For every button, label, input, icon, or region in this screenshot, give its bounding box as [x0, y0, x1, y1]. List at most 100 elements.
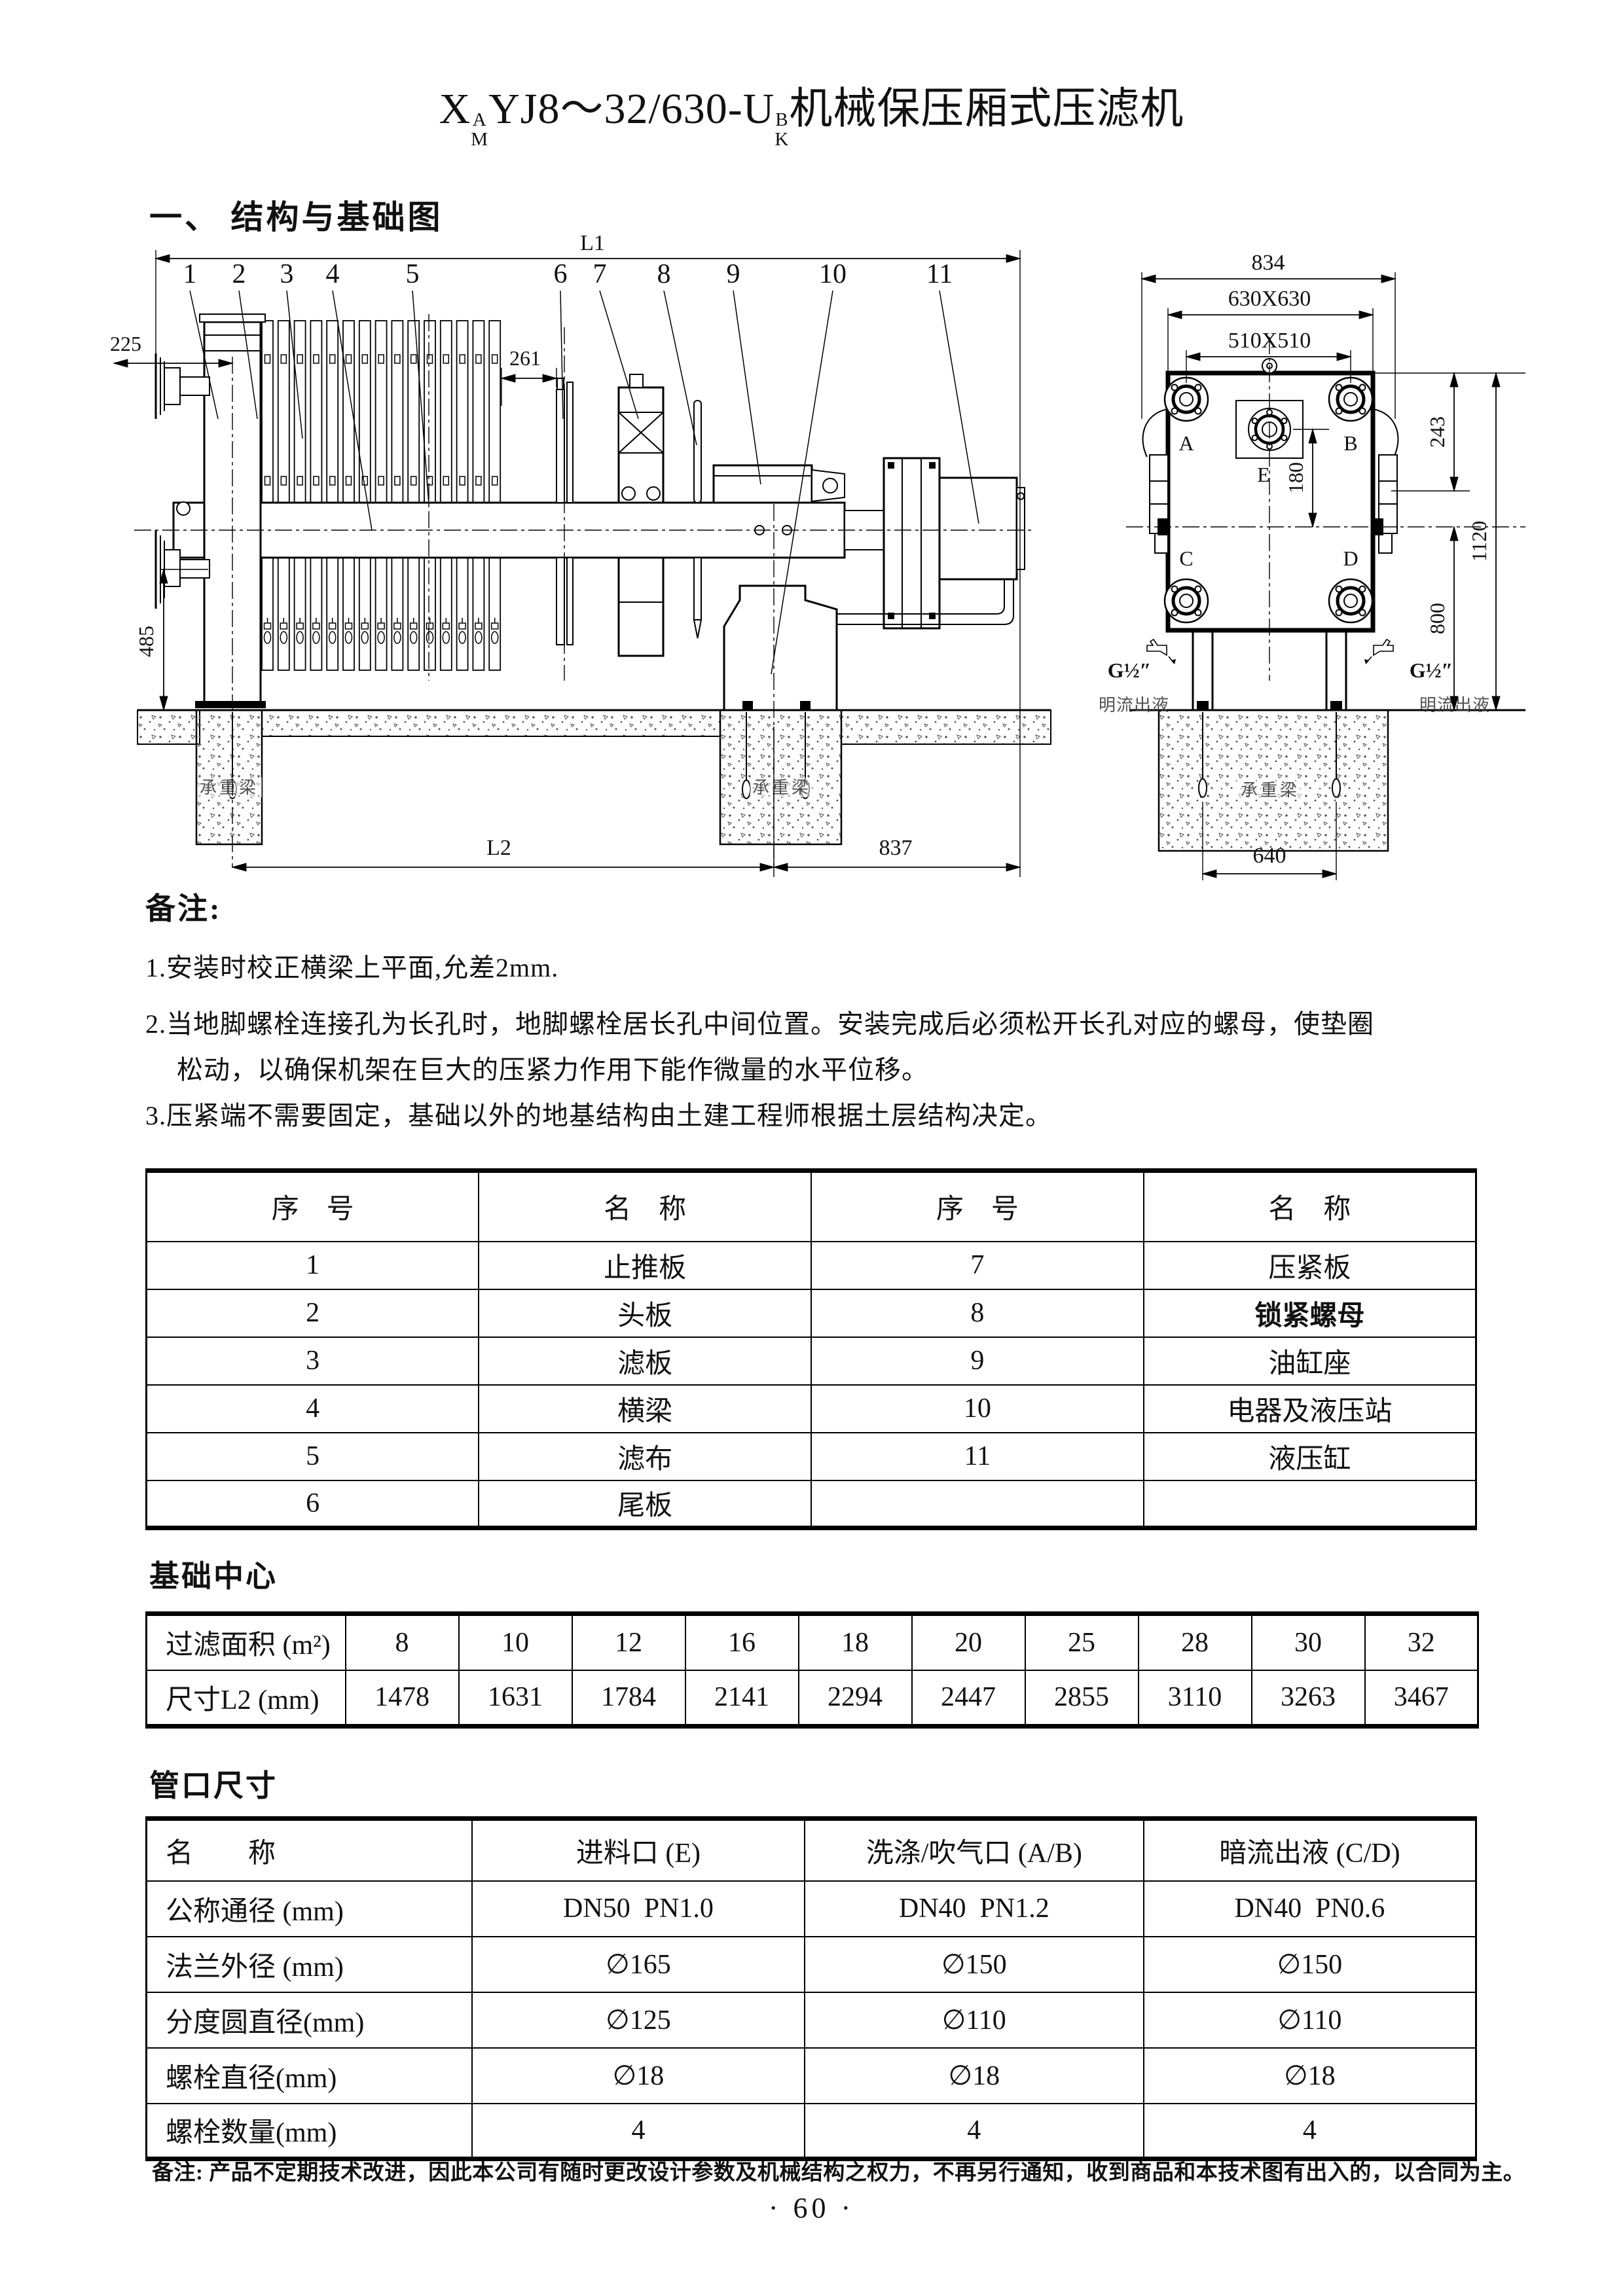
pressing-plate: [617, 374, 665, 657]
part-no: [811, 1479, 1144, 1529]
dim-261: 261: [509, 346, 541, 370]
foundation-l2-row: 尺寸L2 (mm) 1478 1631 1784 2141 2294 2447 …: [145, 1669, 1479, 1727]
part-no: 5: [145, 1431, 480, 1481]
title-model-x: X: [439, 85, 471, 133]
side-handle-left: [1142, 408, 1169, 457]
note-line-3: 3.压紧端不需要固定，基础以外的地基结构由土建工程师根据土层结构决定。: [145, 1101, 1052, 1130]
l2-value: 1631: [458, 1669, 573, 1727]
area-value: 16: [684, 1613, 799, 1671]
inlet-flange-upper: [155, 353, 210, 419]
dim-834: 834: [1252, 251, 1285, 275]
pipe-value: 4: [1142, 2102, 1477, 2160]
area-value: 12: [571, 1613, 686, 1671]
callout-9: 9: [727, 259, 740, 289]
machine-leg-right: [1325, 629, 1347, 711]
part-name: 压紧板: [1142, 1240, 1477, 1290]
part-no: 6: [145, 1479, 480, 1529]
part-no: 8: [811, 1288, 1144, 1338]
l2-value: 3110: [1137, 1669, 1252, 1727]
part-name: 尾板: [478, 1479, 812, 1529]
pipe-row: 法兰外径 (mm) ∅165 ∅150 ∅150: [145, 1935, 1477, 1993]
g-thread-label-left: G½″: [1108, 658, 1152, 682]
part-no: 10: [811, 1384, 1144, 1433]
title-sup-b: B: [775, 109, 789, 131]
part-name: 滤板: [478, 1336, 812, 1386]
footer-disclaimer: 备注: 产品不定期技术改进，因此本公司有随时更改设计参数及机械结构之权力，不再另…: [152, 2161, 1525, 2185]
page-number: · 60 ·: [768, 2192, 855, 2224]
dim-l1: L1: [580, 231, 605, 255]
area-value: 18: [797, 1613, 913, 1671]
dim-1120: 1120: [1467, 521, 1491, 562]
pipe-value: DN40 PN1.2: [803, 1880, 1144, 1937]
callout-10: 10: [819, 259, 847, 289]
outflow-label-right: 明流出液: [1419, 696, 1490, 715]
dim-630x630: 630X630: [1228, 287, 1311, 311]
pipe-value: DN50 PN1.0: [471, 1880, 805, 1937]
dim-180: 180: [1284, 462, 1307, 493]
pipe-row-label: 螺栓直径(mm): [145, 2047, 473, 2104]
pipe-header-feed: 进料口 (E): [471, 1818, 805, 1882]
flange-label-e: E: [1257, 463, 1270, 486]
dim-800: 800: [1425, 603, 1449, 634]
hydraulic-pipe: [837, 579, 1014, 625]
note-line-1: 1.安装时校正横梁上平面,允差2mm.: [145, 953, 559, 982]
ground-foundation: 承重梁 承重梁: [137, 709, 1051, 846]
dim-640: 640: [1253, 844, 1286, 868]
pipe-table: 名 称 进料口 (E) 洗涤/吹气口 (A/B) 暗流出液 (C/D) 公称通径…: [145, 1816, 1477, 2161]
inlet-flange-lower: [155, 530, 210, 609]
parts-header-seq-1: 序 号: [145, 1170, 480, 1242]
note-line-2-cont: 松动，以确保机架在巨大的压紧力作用下能作微量的水平位移。: [177, 1055, 928, 1085]
foundation-beam-label-mid: 承重梁: [752, 778, 811, 797]
callout-7: 7: [593, 259, 607, 289]
note-line-2: 2.当地脚螺栓连接孔为长孔时，地脚螺栓居长孔中间位置。安装完成后必须松开长孔对应…: [145, 1009, 1374, 1039]
hydraulic-pipe: [837, 579, 1005, 615]
l2-value: 1784: [571, 1669, 686, 1727]
part-name: [1142, 1479, 1477, 1529]
pipe-value: ∅110: [803, 1991, 1144, 2049]
filter-plate-stack: [261, 320, 501, 671]
pipe-row-label: 螺栓数量(mm): [145, 2102, 473, 2160]
pipe-header-name: 名 称: [145, 1818, 473, 1882]
pipe-value: ∅150: [1142, 1935, 1477, 1993]
parts-header-name-1: 名 称: [478, 1170, 812, 1242]
parts-table-header-row: 序 号 名 称 序 号 名 称: [145, 1170, 1477, 1242]
lock-nut-rod: [693, 400, 702, 639]
pipe-row: 公称通径 (mm) DN50 PN1.0 DN40 PN1.2 DN40 PN0…: [145, 1880, 1477, 1937]
pipe-row-label: 分度圆直径(mm): [145, 1991, 473, 2049]
g-thread-label-right: G½″: [1410, 658, 1453, 682]
pipe-value: 4: [803, 2102, 1144, 2160]
part-no: 11: [811, 1431, 1144, 1481]
centerlines-right: [1126, 337, 1525, 681]
flange-label-d: D: [1343, 547, 1358, 570]
flange-label-c: C: [1179, 547, 1193, 570]
pipe-value: ∅165: [471, 1935, 805, 1993]
dim-225: 225: [110, 332, 141, 355]
pipe-value: DN40 PN0.6: [1142, 1880, 1477, 1937]
dim-l2: L2: [486, 836, 511, 860]
area-value: 30: [1250, 1613, 1366, 1671]
parts-row: 6 尾板: [145, 1479, 1477, 1529]
parts-row: 3 滤板 9 油缸座: [145, 1336, 1477, 1386]
machine-leg-left: [1192, 629, 1214, 711]
drawing-end-view: A B C D E 承重梁 G½″: [1099, 251, 1525, 880]
pipe-header-row: 名 称 进料口 (E) 洗涤/吹气口 (A/B) 暗流出液 (C/D): [145, 1818, 1477, 1882]
pipe-row: 分度圆直径(mm) ∅125 ∅110 ∅110: [145, 1991, 1477, 2049]
area-value: 28: [1137, 1613, 1252, 1671]
outflow-taps: G½″ G½″ 明流出液 明流出液: [1099, 639, 1490, 715]
hydraulic-station: [723, 584, 838, 711]
dimensions-left-view: L1 225 261 485 L2 837: [110, 231, 1021, 877]
foundation-beam-label-right: 承重梁: [1241, 781, 1300, 800]
ground-foundation-right: 承重梁: [1129, 701, 1525, 852]
part-no: 1: [145, 1240, 480, 1290]
parts-table: 序 号 名 称 序 号 名 称 1 止推板 7 压紧板 2 头板 8 锁紧螺母 …: [145, 1168, 1477, 1530]
l2-value: 2447: [911, 1669, 1026, 1727]
dim-837: 837: [879, 836, 913, 860]
part-no: 4: [145, 1384, 480, 1433]
l2-value: 2141: [684, 1669, 799, 1727]
area-value: 20: [911, 1613, 1026, 1671]
parts-header-name-2: 名 称: [1142, 1170, 1477, 1242]
